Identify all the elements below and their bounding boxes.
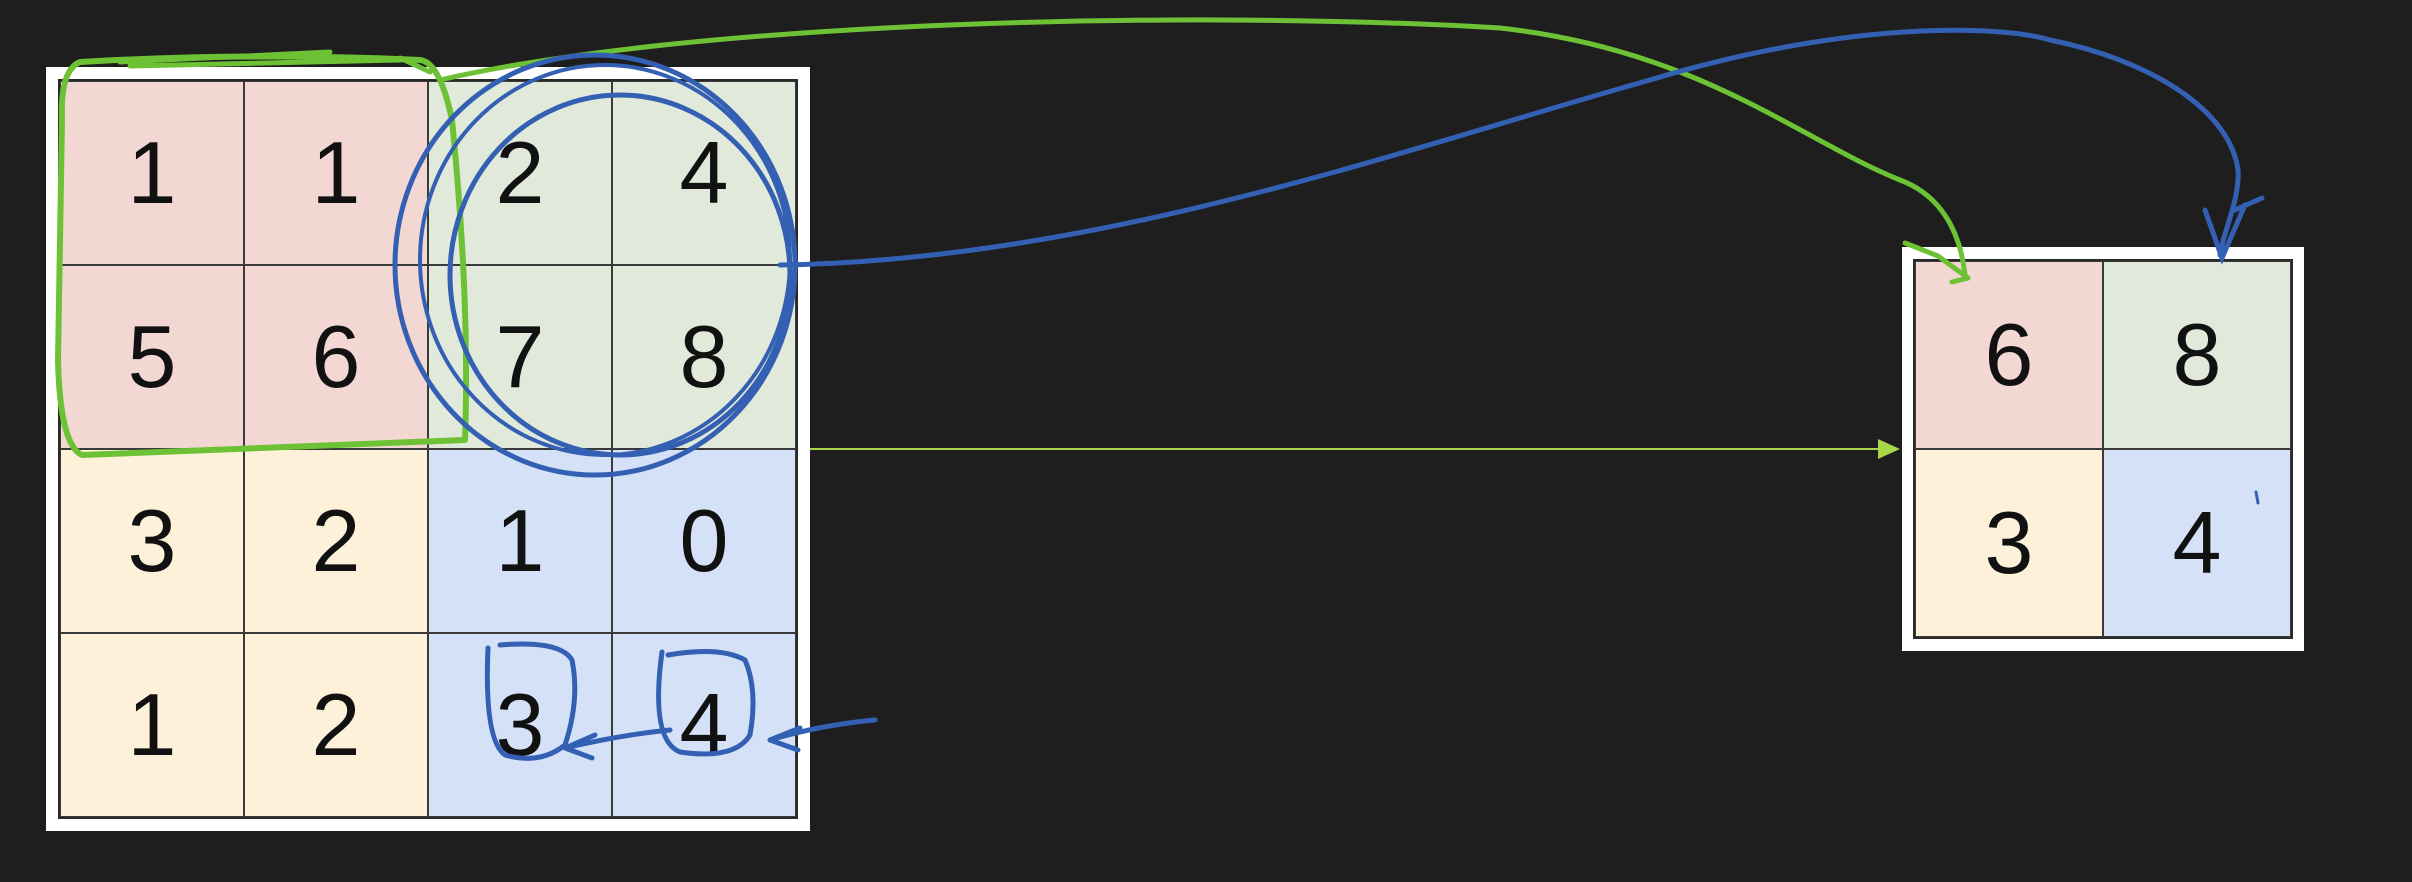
blue-curve-arrow bbox=[777, 27, 2241, 268]
input-matrix-cell: 3 bbox=[428, 633, 612, 817]
output-matrix-cell: 8 bbox=[2103, 261, 2291, 449]
input-matrix-cell: 7 bbox=[428, 265, 612, 449]
input-matrix-cell: 2 bbox=[244, 633, 428, 817]
input-matrix-cell: 6 bbox=[244, 265, 428, 449]
input-matrix-cell: 2 bbox=[428, 81, 612, 265]
input-matrix-cell: 1 bbox=[244, 81, 428, 265]
input-matrix-cell: 3 bbox=[60, 449, 244, 633]
input-matrix-cell: 8 bbox=[612, 265, 796, 449]
input-matrix-cell: 1 bbox=[428, 449, 612, 633]
input-matrix-cell: 1 bbox=[60, 633, 244, 817]
output-matrix-cell: 6 bbox=[1915, 261, 2103, 449]
input-matrix-cell: 4 bbox=[612, 81, 796, 265]
input-matrix-cell: 2 bbox=[244, 449, 428, 633]
input-matrix-cell: 5 bbox=[60, 265, 244, 449]
input-matrix-cell: 0 bbox=[612, 449, 796, 633]
output-matrix-cell: 3 bbox=[1915, 449, 2103, 637]
input-matrix-cell: 1 bbox=[60, 81, 244, 265]
output-matrix-cell: 4 bbox=[2103, 449, 2291, 637]
input-matrix-cell: 4 bbox=[612, 633, 796, 817]
pooling-arrow-head bbox=[1878, 439, 1900, 459]
